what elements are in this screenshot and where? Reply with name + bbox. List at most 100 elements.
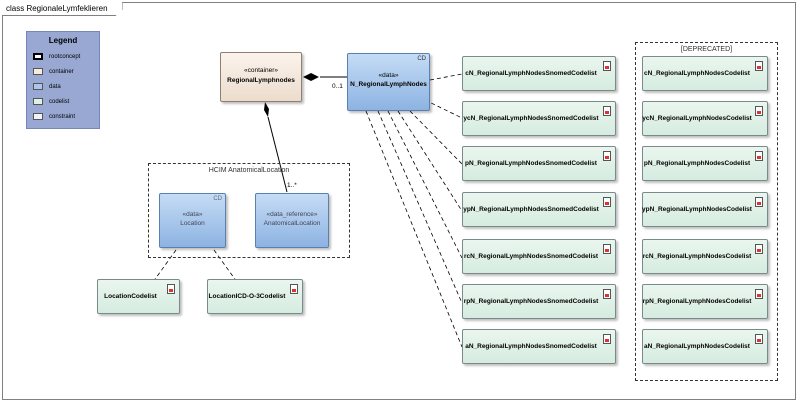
rcn-deprecated-codelist[interactable]: rcN_RegionalLymphNodesCodelist	[642, 239, 768, 274]
anatomical-stereotype: «data_reference»	[266, 211, 318, 218]
codelist-label: LocationICD-O-3Codelist	[208, 293, 286, 300]
codelist-label: aN_RegionalLymphNodesCodelist	[644, 343, 750, 350]
anatomical-location-reference[interactable]: «data_reference» AnatomicalLocation	[255, 193, 329, 248]
cn-deprecated-codelist[interactable]: cN_RegionalLymphNodesCodelist	[642, 56, 768, 91]
codelist-label: rcN_RegionalLymphNodesSnomedCodelist	[463, 253, 599, 260]
deprecated-title: [DEPRECATED]	[680, 46, 733, 53]
legend: Legend rootconcept container data codeli…	[26, 31, 100, 129]
cn-snomed-codelist[interactable]: cN_RegionalLymphNodesSnomedCodelist	[462, 56, 616, 91]
legend-label: data	[49, 84, 61, 90]
dependency-line-rcn	[387, 110, 463, 259]
dependency-line-pn	[409, 110, 463, 165]
legend-title: Legend	[48, 36, 78, 45]
location-class[interactable]: CD «data» Location	[159, 193, 226, 248]
container-name: RegionalLymphnodes	[227, 77, 295, 84]
location-stereotype: «data»	[182, 211, 203, 218]
ycn-snomed-codelist[interactable]: ycN_RegionalLymphNodesSnomedCodelist	[462, 101, 616, 136]
package-title: HCIM AnatomicalLocation	[208, 167, 290, 174]
codelist-label: pN_RegionalLymphNodesCodelist	[643, 160, 751, 167]
legend-swatch-constraint	[33, 112, 43, 120]
cd-label: CD	[417, 56, 426, 62]
document-icon	[755, 289, 763, 299]
legend-item-container: container	[33, 67, 74, 77]
location-name: Location	[180, 220, 205, 227]
codelist-label: aN_RegionalLymphNodesSnomedCodelist	[465, 343, 597, 350]
composition-diamond-main	[303, 73, 319, 81]
legend-item-data: data	[33, 82, 61, 92]
main-name: N_RegionalLymphNodes	[350, 81, 427, 88]
codelist-label: cN_RegionalLymphNodesSnomedCodelist	[465, 70, 597, 77]
legend-item-constraint: constraint	[33, 112, 75, 122]
document-icon	[603, 151, 611, 161]
codelist-label: rpN_RegionalLymphNodesSnomedCodelist	[463, 298, 599, 305]
container-stereotype: «container»	[244, 67, 278, 74]
codelist-label: rcN_RegionalLymphNodesCodelist	[642, 253, 752, 260]
rpn-snomed-codelist[interactable]: rpN_RegionalLymphNodesSnomedCodelist	[462, 284, 616, 319]
n-regional-lymphnodes-class[interactable]: CD «data» N_RegionalLymphNodes	[347, 53, 430, 111]
deprecated-package: [DEPRECATED]	[635, 42, 778, 381]
location-icd-o-3-codelist[interactable]: LocationICD-O-3Codelist	[207, 279, 303, 314]
document-icon	[603, 289, 611, 299]
main-stereotype: «data»	[378, 72, 399, 79]
legend-swatch-container	[33, 67, 43, 75]
pn-deprecated-codelist[interactable]: pN_RegionalLymphNodesCodelist	[642, 146, 768, 181]
composition-line-anatomical	[267, 116, 288, 193]
document-icon	[167, 284, 175, 294]
multiplicity-anatomical: 1..*	[287, 182, 297, 189]
multiplicity-main: 0..1	[332, 83, 343, 90]
frame-title: class RegionaleLymfeklieren	[2, 2, 123, 16]
document-icon	[603, 106, 611, 116]
codelist-label: LocationCodelist	[104, 293, 157, 300]
dependency-line-rpn	[377, 110, 463, 304]
legend-swatch-rootconcept	[33, 52, 43, 60]
dependency-line-ypn	[397, 110, 463, 212]
legend-label: constraint	[49, 114, 76, 120]
location-codelist[interactable]: LocationCodelist	[97, 279, 180, 314]
legend-swatch-data	[33, 82, 43, 90]
regional-lymphnodes-container[interactable]: «container» RegionalLymphnodes	[220, 52, 302, 102]
codelist-label: ypN_RegionalLymphNodesCodelist	[642, 206, 752, 213]
codelist-label: ycN_RegionalLymphNodesCodelist	[642, 115, 752, 122]
diagram-frame	[2, 2, 796, 400]
document-icon	[755, 244, 763, 254]
dependency-line-cn	[429, 73, 463, 81]
legend-swatch-codelist	[33, 97, 43, 105]
legend-label: rootconcept	[49, 54, 81, 60]
codelist-dependencies	[152, 73, 463, 348]
legend-item-rootconcept: rootconcept	[33, 52, 80, 62]
ypn-snomed-codelist[interactable]: ypN_RegionalLymphNodesSnomedCodelist	[462, 192, 616, 227]
ycn-deprecated-codelist[interactable]: ycN_RegionalLymphNodesCodelist	[642, 101, 768, 136]
dependency-line-ycn	[424, 99, 463, 119]
document-icon	[603, 197, 611, 207]
composition-diamond-anatomical	[264, 102, 269, 117]
an-snomed-codelist[interactable]: aN_RegionalLymphNodesSnomedCodelist	[462, 329, 616, 364]
codelist-label: ycN_RegionalLymphNodesSnomedCodelist	[463, 115, 599, 122]
document-icon	[755, 106, 763, 116]
document-icon	[603, 244, 611, 254]
document-icon	[603, 334, 611, 344]
an-deprecated-codelist[interactable]: aN_RegionalLymphNodesCodelist	[642, 329, 768, 364]
rcn-snomed-codelist[interactable]: rcN_RegionalLymphNodesSnomedCodelist	[462, 239, 616, 274]
cd-label: CD	[213, 196, 222, 202]
codelist-label: cN_RegionalLymphNodesCodelist	[644, 70, 750, 77]
ypn-deprecated-codelist[interactable]: ypN_RegionalLymphNodesCodelist	[642, 192, 768, 227]
document-icon	[755, 61, 763, 71]
document-icon	[755, 151, 763, 161]
legend-label: container	[49, 69, 74, 75]
document-icon	[603, 61, 611, 71]
document-icon	[755, 197, 763, 207]
legend-label: codelist	[49, 99, 70, 105]
legend-item-codelist: codelist	[33, 97, 69, 107]
document-icon	[290, 284, 298, 294]
hcim-anatomical-location-package: HCIM AnatomicalLocation	[148, 163, 350, 258]
pn-snomed-codelist[interactable]: pN_RegionalLymphNodesSnomedCodelist	[462, 146, 616, 181]
codelist-label: pN_RegionalLymphNodesSnomedCodelist	[465, 160, 597, 167]
codelist-label: rpN_RegionalLymphNodesCodelist	[642, 298, 752, 305]
codelist-label: ypN_RegionalLymphNodesSnomedCodelist	[463, 206, 599, 213]
anatomical-name: AnatomicalLocation	[263, 220, 321, 227]
dependency-line-an	[365, 110, 463, 348]
document-icon	[755, 334, 763, 344]
rpn-deprecated-codelist[interactable]: rpN_RegionalLymphNodesCodelist	[642, 284, 768, 319]
